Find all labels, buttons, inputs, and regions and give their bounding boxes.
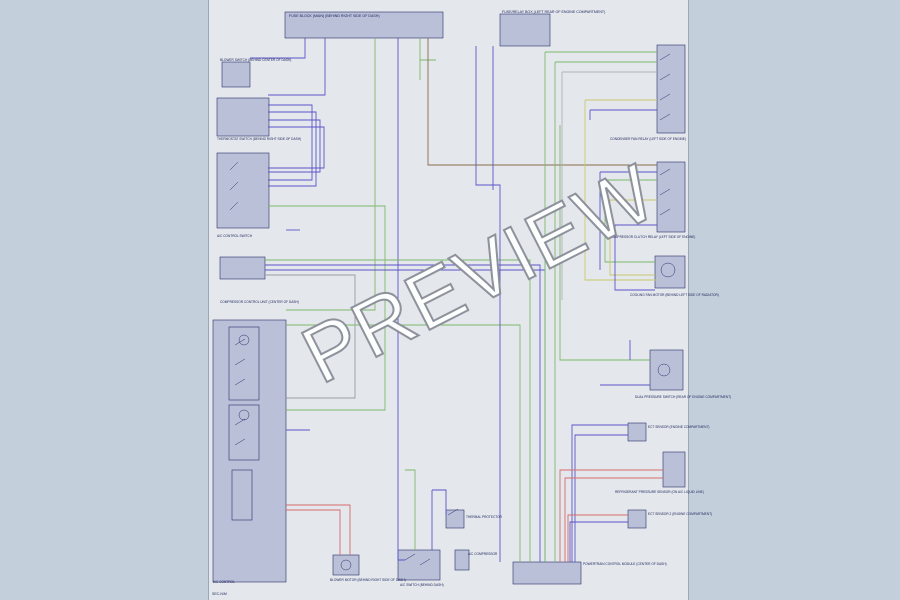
ac-control-switch-label: A/C CONTROL SWITCH xyxy=(217,234,253,238)
relay-2-label: COMPRESSOR CLUTCH RELAY (LEFT SIDE OF EN… xyxy=(610,235,696,239)
compressor-clutch-label: A/C COMPRESSOR xyxy=(468,552,498,556)
fuse-box-under-hood-label: FUSE/RELAY BOX (LEFT REAR OF ENGINE COMP… xyxy=(502,10,606,14)
ac-control-switch-block xyxy=(216,152,270,229)
ac-switch-bottom-label: A/C SWITCH (BEHIND DASH) xyxy=(400,583,444,587)
relay-unit-block xyxy=(219,256,266,280)
compressor-control-label: COMPRESSOR CONTROL UNIT (CENTER OF DASH) xyxy=(220,300,299,304)
relay-1-block xyxy=(656,44,686,134)
ac-switch-bottom-block xyxy=(397,549,441,581)
fan-motor-label: COOLING FAN MOTOR (BEHIND LEFT SIDE OF R… xyxy=(630,293,719,297)
blower-motor-label: BLOWER MOTOR (BEHIND RIGHT SIDE OF DASH) xyxy=(330,578,406,582)
inner-module-2 xyxy=(228,404,260,461)
inner-module-1 xyxy=(228,326,260,401)
dual-pressure-label: DUAL PRESSURE SWITCH (REAR OF ENGINE COM… xyxy=(635,395,732,399)
ect-sensor-1-block xyxy=(627,422,647,442)
ect-sensor-2-block xyxy=(627,509,647,529)
fan-motor-block xyxy=(654,255,686,289)
compressor-block xyxy=(454,549,470,571)
relay-2-block xyxy=(656,161,686,233)
blower-motor-block xyxy=(332,554,360,576)
fuse-box-main xyxy=(284,11,444,39)
thermal-protector-label: THERMAL PROTECTOR xyxy=(466,515,502,519)
thermostat-switch-block xyxy=(216,97,270,137)
climate-control-label: A/C CONTROL xyxy=(213,580,235,584)
thermal-protector-block xyxy=(445,509,465,529)
ect-sensor-1-label: ECT SENSOR (ENGINE COMPARTMENT) xyxy=(648,425,710,429)
thermostat-switch-label: THERMOSTAT SWITCH (BEHIND RIGHT SIDE OF … xyxy=(217,137,302,141)
fuse-box-under-hood xyxy=(499,13,551,47)
page-id: SEC-N/M xyxy=(212,592,227,596)
relay-1-label: CONDENSER FAN RELAY (LEFT SIDE OF ENGINE… xyxy=(610,137,686,141)
pressure-sensor-label: REFRIGERANT PRESSURE SENSOR (ON A/C LIQU… xyxy=(615,490,704,494)
blower-switch-label: BLOWER SWITCH (BEHIND CENTER OF DASH) xyxy=(220,58,292,62)
ecm-block xyxy=(512,561,582,585)
blower-switch-block xyxy=(221,61,251,88)
fuse-box-main-label: FUSE BLOCK (MAIN) (BEHIND RIGHT SIDE OF … xyxy=(289,14,380,18)
inner-module-3 xyxy=(231,469,253,521)
ect-sensor-2-label: ECT SENSOR 2 (ENGINE COMPARTMENT) xyxy=(648,512,713,516)
pressure-sensor-block xyxy=(662,451,686,488)
dual-pressure-block xyxy=(649,349,684,391)
ecm-label: POWERTRAIN CONTROL MODULE (CENTER OF DAS… xyxy=(583,562,667,566)
